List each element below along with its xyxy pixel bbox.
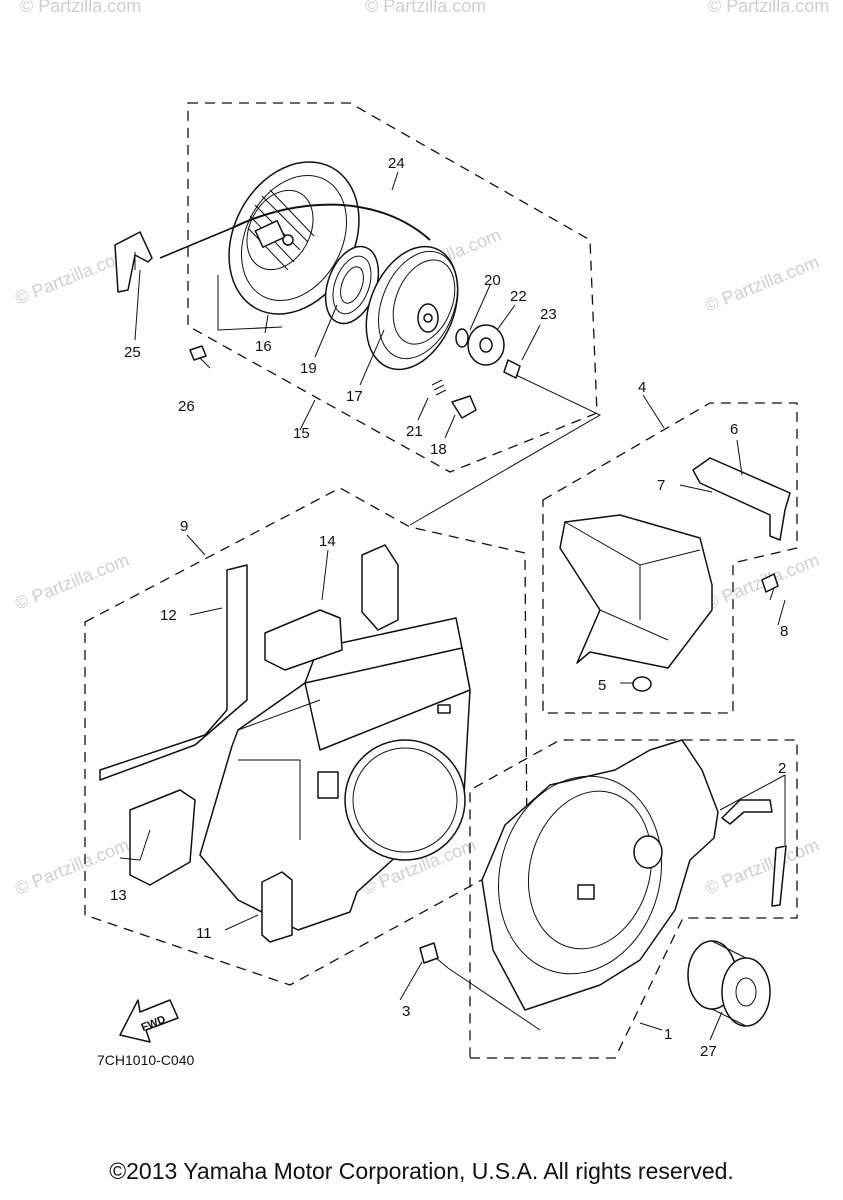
watermark: © Partzilla.com (12, 550, 132, 614)
callout-25: 25 (124, 344, 141, 361)
recoil-starter-case (228, 161, 360, 315)
callout-20: 20 (484, 272, 501, 289)
plate-22 (467, 324, 505, 366)
callout-18: 18 (430, 441, 447, 458)
screw-23 (503, 359, 521, 379)
bolt-3 (419, 942, 449, 969)
shroud-cover (559, 514, 713, 669)
seal-2 (721, 799, 787, 907)
callout-2: 2 (778, 760, 786, 777)
seal-13 (129, 789, 196, 886)
watermark: © Partzilla.com (20, 0, 141, 16)
starter-rope (159, 203, 431, 259)
callout-6: 6 (730, 421, 738, 438)
callout-23: 23 (540, 306, 557, 323)
callout-labels: 24 25 16 19 17 20 22 23 26 21 18 15 4 6 … (110, 155, 788, 1060)
diagram-code: 7CH1010-C040 (97, 1052, 194, 1068)
callout-3: 3 (402, 1003, 410, 1020)
spring-21 (431, 379, 447, 396)
damper-27 (687, 940, 771, 1027)
callout-11: 11 (196, 925, 212, 942)
callout-16: 16 (255, 338, 272, 355)
recoil-starter-group-outline (187, 102, 598, 473)
starter-handle (114, 231, 153, 293)
starter-pulley (365, 245, 459, 371)
callout-19: 19 (300, 360, 317, 377)
watermark: © Partzilla.com (708, 0, 829, 16)
callout-13: 13 (110, 887, 127, 904)
watermark: © Partzilla.com (702, 835, 822, 899)
bolt-8 (761, 573, 779, 601)
callout-21: 21 (406, 423, 423, 440)
copyright-notice: ©2013 Yamaha Motor Corporation, U.S.A. A… (109, 1158, 734, 1184)
callout-8: 8 (780, 623, 788, 640)
callout-4: 4 (638, 379, 646, 396)
watermark: © Partzilla.com (12, 245, 132, 309)
seal-14 (264, 609, 343, 671)
watermark: © Partzilla.com (702, 252, 822, 316)
callout-15: 15 (293, 425, 310, 442)
group-outlines (84, 102, 798, 1059)
bracket-6 (692, 457, 791, 541)
callout-22: 22 (510, 288, 527, 305)
watermark: © Partzilla.com (365, 0, 486, 16)
bolt-26 (189, 345, 211, 369)
callout-27: 27 (700, 1043, 717, 1060)
callout-14: 14 (319, 533, 336, 550)
callout-9: 9 (180, 518, 188, 535)
washer-20 (455, 328, 469, 348)
callout-26: 26 (178, 398, 195, 415)
rewind-spring (324, 245, 380, 325)
air-shroud (199, 617, 471, 931)
fan-housing-group-outline (469, 739, 798, 1059)
callout-1: 1 (664, 1026, 672, 1043)
air-shroud-group-outline (84, 487, 528, 986)
callout-17: 17 (346, 388, 363, 405)
shroud-cover-group-outline (542, 402, 798, 714)
callout-24: 24 (388, 155, 405, 172)
ratchet-18 (451, 395, 477, 419)
fan-housing (481, 739, 719, 1011)
air-shroud-seal-12 (99, 564, 248, 781)
callout-12: 12 (160, 607, 177, 624)
callout-7: 7 (657, 477, 665, 494)
forward-arrow-icon: FWD (119, 999, 179, 1043)
seal-11 (261, 871, 293, 943)
seal-top (361, 544, 399, 631)
callout-5: 5 (598, 677, 606, 694)
leader-lines (119, 171, 786, 1041)
grommet-5 (632, 676, 652, 692)
